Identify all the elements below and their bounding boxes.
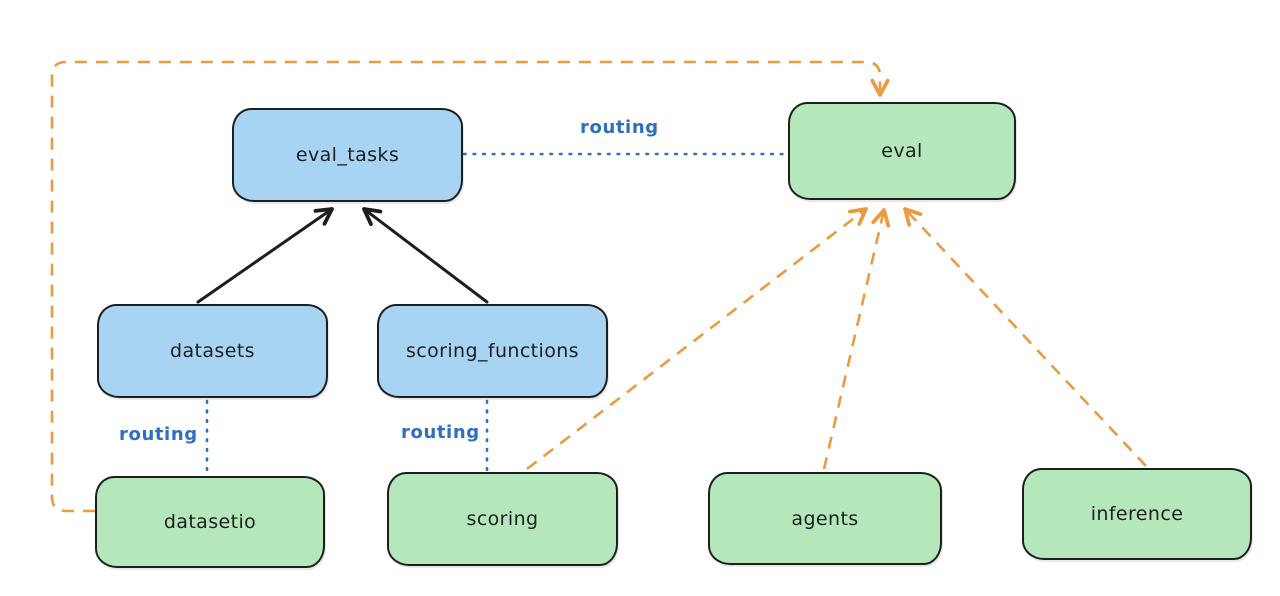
node-scoring-label: scoring	[466, 508, 539, 530]
node-eval-tasks-label: eval_tasks	[295, 144, 400, 166]
edge-label-routing-scoring-functions-scoring: routing	[401, 422, 480, 443]
node-eval-tasks: eval_tasks	[232, 108, 463, 202]
edge-datasets-to-eval-tasks	[196, 207, 334, 304]
node-scoring-functions-label: scoring_functions	[406, 340, 579, 362]
edge-scoring-functions-to-eval-tasks	[362, 207, 489, 304]
node-scoring-functions: scoring_functions	[377, 304, 608, 398]
node-eval-label: eval	[881, 140, 923, 162]
edge-datasetio-to-eval	[50, 60, 890, 513]
edge-label-routing-datasets-datasetio: routing	[119, 424, 198, 445]
edge-inference-to-eval	[903, 207, 1147, 467]
node-datasetio-label: datasetio	[163, 511, 257, 533]
node-inference-label: inference	[1090, 503, 1184, 525]
edge-label-routing-eval-tasks-eval: routing	[580, 117, 659, 138]
edge-scoring-to-eval	[526, 207, 868, 471]
node-inference: inference	[1022, 468, 1252, 560]
node-datasets-label: datasets	[170, 340, 255, 362]
node-datasetio: datasetio	[95, 476, 325, 568]
edge-agents-to-eval	[822, 208, 891, 470]
node-scoring: scoring	[387, 472, 618, 566]
node-agents: agents	[708, 472, 942, 565]
node-datasets: datasets	[97, 304, 328, 398]
node-eval: eval	[788, 102, 1016, 200]
node-agents-label: agents	[791, 507, 859, 530]
